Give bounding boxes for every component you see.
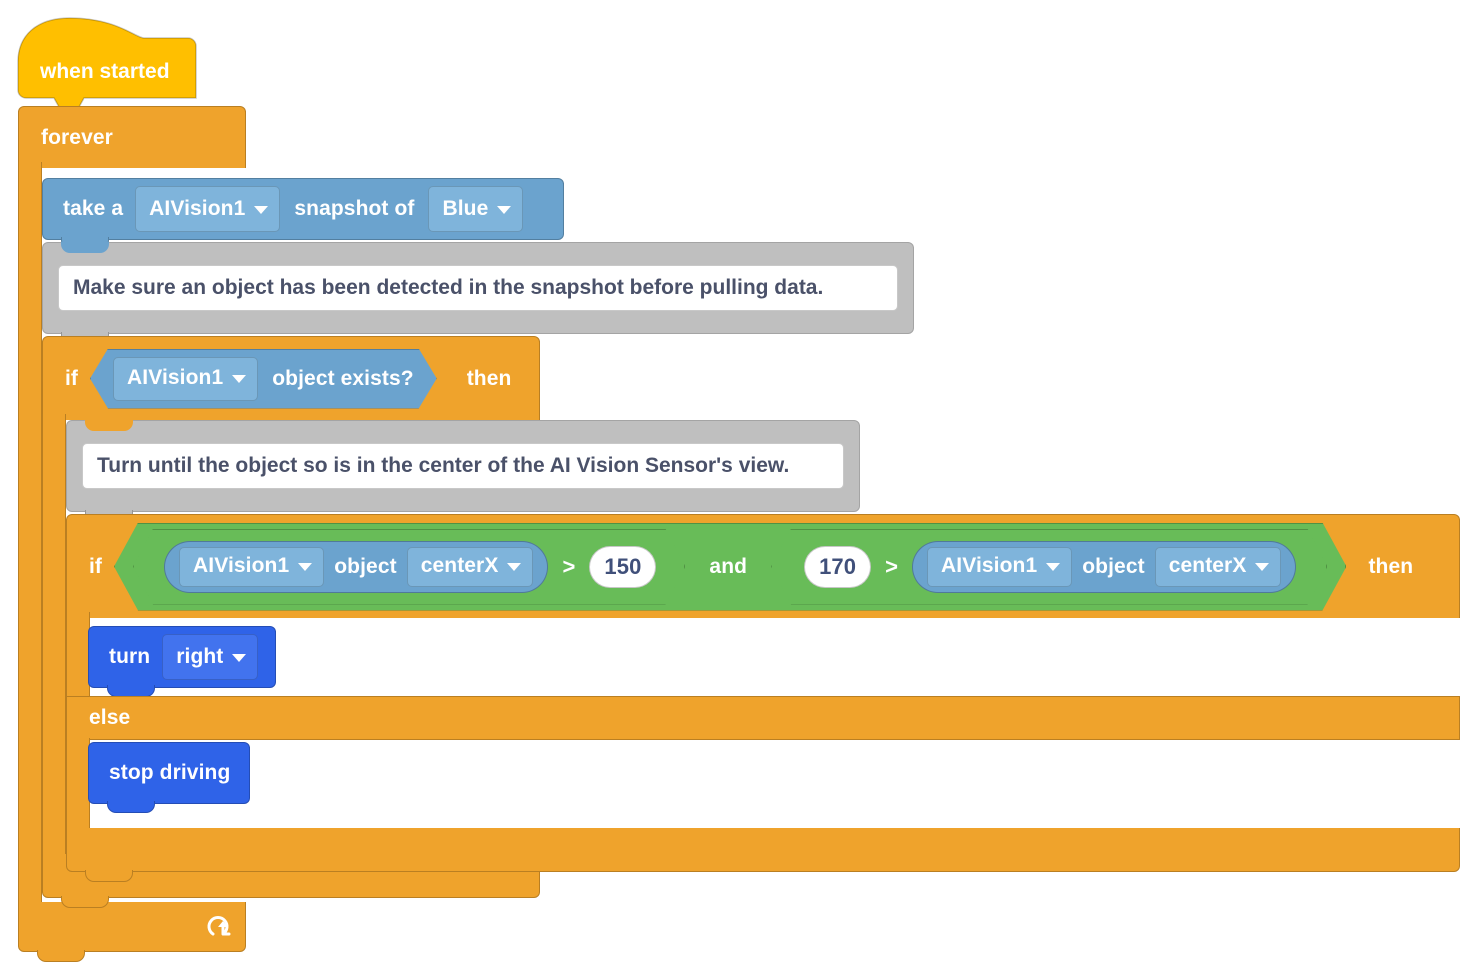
- turn-direction-value: right: [176, 644, 224, 668]
- comment-2-top-divot: [85, 420, 133, 431]
- if-else-else-spine: [66, 738, 90, 830]
- chevron-down-icon: [1255, 563, 1269, 571]
- chevron-down-icon: [1046, 563, 1060, 571]
- if-object-exists-header[interactable]: if AIVision1 object exists? then: [42, 336, 540, 420]
- and-operator-block[interactable]: AIVision1 object centerX > 150 and 170 >: [114, 523, 1346, 611]
- left-device-value: AIVision1: [193, 554, 290, 577]
- turn-label: turn: [109, 645, 151, 668]
- left-comparator: >: [562, 553, 576, 579]
- right-threshold-input[interactable]: 170: [804, 546, 871, 588]
- turn-direction-dropdown[interactable]: right: [162, 634, 259, 680]
- right-device-value: AIVision1: [941, 554, 1038, 577]
- right-device-dropdown[interactable]: AIVision1: [927, 547, 1072, 587]
- object-exists-label: object exists?: [272, 366, 414, 390]
- when-started-shape: [17, 17, 197, 118]
- loop-arrow-icon: [207, 916, 231, 936]
- comment-1-top-divot: [61, 242, 109, 253]
- forever-bottom-notch: [37, 950, 85, 962]
- chevron-down-icon: [497, 205, 512, 214]
- snapshot-device-dropdown[interactable]: AIVision1: [135, 186, 281, 232]
- forever-footer[interactable]: [18, 902, 246, 962]
- forever-header[interactable]: forever: [18, 106, 246, 168]
- exists-device-value: AIVision1: [127, 366, 224, 389]
- and-label: and: [709, 554, 748, 578]
- if-else-if-label: if: [89, 554, 103, 578]
- exists-device-dropdown[interactable]: AIVision1: [113, 357, 258, 401]
- snapshot-prefix-label: take a: [63, 197, 124, 220]
- stop-driving-label: stop driving: [109, 761, 231, 784]
- right-object-word: object: [1082, 554, 1145, 578]
- snapshot-device-value: AIVision1: [149, 196, 246, 220]
- comment-1-text[interactable]: Make sure an object has been detected in…: [58, 265, 898, 311]
- comment-2-text[interactable]: Turn until the object so is in the cente…: [82, 443, 844, 489]
- if-else-footer[interactable]: [66, 828, 1460, 882]
- snapshot-signature-dropdown[interactable]: Blue: [428, 186, 524, 232]
- greater-than-left-block[interactable]: AIVision1 object centerX > 150: [133, 529, 685, 605]
- if-else-then-label: then: [1368, 554, 1414, 578]
- left-property-dropdown[interactable]: centerX: [407, 547, 534, 587]
- else-bar[interactable]: else: [66, 696, 1460, 740]
- greater-than-right-block[interactable]: 170 > AIVision1 object centerX: [771, 529, 1327, 605]
- if-else-then-spine: [66, 612, 90, 698]
- when-started-label: when started: [40, 60, 170, 83]
- stop-driving-block[interactable]: stop driving: [88, 742, 250, 813]
- right-property-value: centerX: [1168, 554, 1247, 577]
- snapshot-block[interactable]: take a AIVision1 snapshot of Blue: [42, 178, 564, 249]
- else-label: else: [89, 706, 131, 729]
- left-threshold-input[interactable]: 150: [589, 546, 656, 588]
- stop-driving-bottom-notch: [107, 801, 155, 813]
- turn-block[interactable]: turn right: [88, 626, 276, 697]
- left-property-value: centerX: [420, 554, 499, 577]
- chevron-down-icon: [232, 653, 247, 662]
- chevron-down-icon: [507, 563, 521, 571]
- snapshot-signature-value: Blue: [442, 196, 489, 220]
- if-object-exists-spine: [42, 414, 66, 856]
- then-label: then: [466, 366, 512, 390]
- forever-label: forever: [41, 125, 113, 149]
- snapshot-middle-label: snapshot of: [294, 197, 415, 220]
- if-label: if: [65, 366, 79, 390]
- when-started-block[interactable]: when started: [17, 16, 197, 118]
- chevron-down-icon: [298, 563, 312, 571]
- right-comparator: >: [885, 553, 899, 579]
- if-else-header[interactable]: if AIVision1 object centerX > 150: [66, 514, 1460, 618]
- chevron-down-icon: [232, 375, 246, 383]
- if-else-bottom-notch: [85, 870, 133, 882]
- ai-vision-object-property-left[interactable]: AIVision1 object centerX: [164, 541, 548, 593]
- forever-spine: [18, 162, 42, 904]
- left-object-word: object: [334, 554, 397, 578]
- if-object-exists-bottom-notch: [61, 896, 109, 908]
- chevron-down-icon: [254, 205, 269, 214]
- ai-vision-object-property-right[interactable]: AIVision1 object centerX: [912, 541, 1296, 593]
- left-device-dropdown[interactable]: AIVision1: [179, 547, 324, 587]
- object-exists-boolean[interactable]: AIVision1 object exists?: [90, 349, 437, 409]
- right-property-dropdown[interactable]: centerX: [1155, 547, 1282, 587]
